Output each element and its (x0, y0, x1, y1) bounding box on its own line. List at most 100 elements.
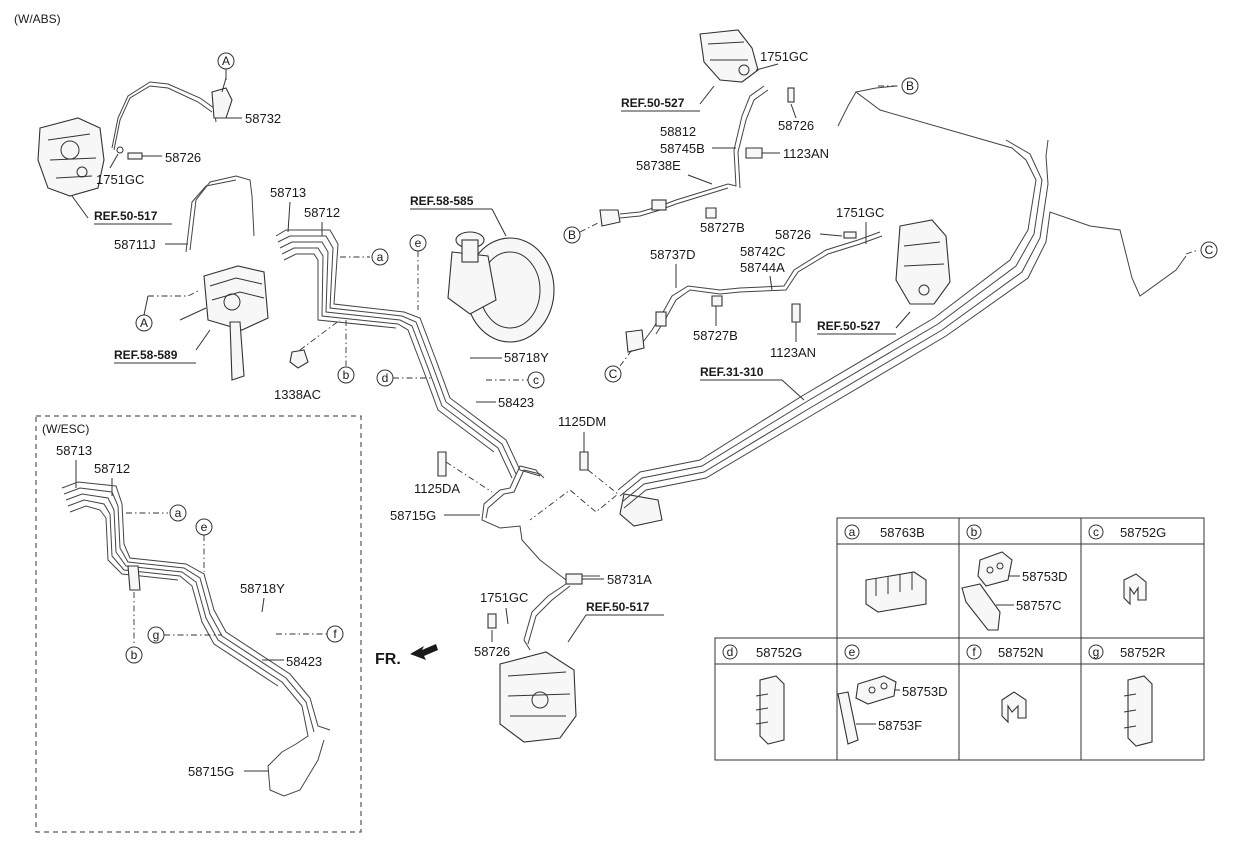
svg-text:c: c (1093, 525, 1099, 539)
clip-58752G-c-icon (1123, 573, 1147, 606)
table-cell-g-letter (1088, 644, 1104, 660)
label-1338AC: 1338AC (274, 387, 321, 402)
table-cell-d-letter (722, 644, 738, 660)
label-1751GC-b: 1751GC (760, 49, 808, 64)
callout-a-esc (169, 504, 187, 522)
bolt-1125DM (579, 451, 589, 471)
rear-junction-block (619, 493, 663, 527)
svg-text:C: C (609, 367, 618, 381)
ref-31-310: REF.31-310 (700, 365, 764, 379)
svg-text:a: a (175, 506, 182, 520)
label-58742C: 58742C (740, 244, 786, 259)
label-58726-c: 58726 (474, 644, 510, 659)
label-1751GC-a: 1751GC (96, 172, 144, 187)
tube-58737D (639, 285, 721, 347)
label-58712-a: 58712 (304, 205, 340, 220)
front-direction-label: FR. (375, 651, 401, 668)
callout-C-rear (1200, 241, 1218, 259)
bolt-1125DA (437, 451, 447, 477)
label-58812: 58812 (660, 124, 696, 139)
table-cell-g-part: 58752R (1120, 645, 1166, 660)
label-1751GC-c: 1751GC (480, 590, 528, 605)
ref-50-517-bot: REF.50-517 (586, 600, 650, 614)
label-58718Y-e: 58718Y (240, 581, 285, 596)
table-cell-b-letter (966, 524, 982, 540)
table-cell-f-part: 58752N (998, 645, 1044, 660)
parts-legend-table (714, 517, 1205, 761)
table-cell-b-sub-1: 58753D (1022, 569, 1068, 584)
table-cell-a-letter (844, 524, 860, 540)
ref-50-527-mid: REF.50-527 (817, 319, 881, 333)
label-1125DM: 1125DM (558, 414, 606, 429)
clip-bracket-e-icon (837, 675, 897, 745)
front-left-caliper (37, 117, 105, 197)
label-58423-e: 58423 (286, 654, 322, 669)
label-58712-e: 58712 (94, 461, 130, 476)
table-cell-a-part: 58763B (880, 525, 925, 540)
table-cell-d-part: 58752G (756, 645, 802, 660)
label-58726-a: 58726 (165, 150, 201, 165)
label-58727B-b: 58727B (693, 328, 738, 343)
label-58423-a: 58423 (498, 395, 534, 410)
ref-50-527-top: REF.50-527 (621, 96, 685, 110)
label-1123AN-a: 1123AN (783, 146, 829, 161)
label-58737D: 58737D (650, 247, 696, 262)
esc-tube-bundle (61, 481, 331, 797)
table-cell-e-letter (844, 644, 860, 660)
svg-text:e: e (415, 236, 422, 250)
hose-58742C (719, 231, 881, 291)
hose-bracket-58732 (211, 87, 233, 119)
svg-text:e: e (849, 645, 856, 659)
bolt-1123AN-b (791, 303, 801, 323)
svg-text:B: B (906, 79, 914, 93)
svg-text:d: d (727, 645, 734, 659)
abs-hydraulic-unit (179, 265, 269, 381)
brake-booster (447, 231, 555, 343)
rear-right-caliper-top (699, 29, 759, 83)
svg-text:c: c (533, 373, 539, 387)
clip-58752N-icon (1001, 691, 1027, 724)
clip-58763B-icon (865, 571, 927, 613)
clip-58727B-b (711, 295, 723, 307)
rear-tube-bundle (617, 87, 1187, 509)
abs-tube-bundle (275, 229, 541, 479)
label-58726-d: 58726 (775, 227, 811, 242)
label-58713-a: 58713 (270, 185, 306, 200)
callout-C-caliper (604, 365, 622, 383)
front-arrow-icon (410, 644, 438, 660)
label-58745B: 58745B (660, 141, 705, 156)
variant-esc-label: (W/ESC) (42, 422, 89, 436)
svg-text:A: A (222, 54, 230, 68)
table-cell-e-sub-1: 58753D (902, 684, 948, 699)
label-58726-b: 58726 (778, 118, 814, 133)
svg-text:C: C (1205, 243, 1214, 257)
clip-58727B-a (705, 207, 717, 219)
label-1125DA: 1125DA (414, 481, 460, 496)
label-58715G-e: 58715G (188, 764, 234, 779)
label-58711J: 58711J (114, 237, 156, 252)
table-cell-b-sub-2: 58757C (1016, 598, 1062, 613)
svg-text:b: b (971, 525, 978, 539)
bolt-1123AN-a (745, 147, 763, 159)
ref-58-585: REF.58-585 (410, 194, 474, 208)
label-1123AN-b: 1123AN (770, 345, 816, 360)
svg-text:g: g (1093, 645, 1100, 659)
label-58738E: 58738E (636, 158, 681, 173)
svg-text:B: B (568, 228, 576, 242)
variant-abs-label: (W/ABS) (14, 12, 61, 26)
svg-text:f: f (972, 645, 976, 659)
table-cell-c-letter (1088, 524, 1104, 540)
clip-58752R-icon (1123, 675, 1153, 747)
callout-B-caliper (563, 226, 581, 244)
label-58718Y-a: 58718Y (504, 350, 549, 365)
svg-text:d: d (382, 371, 389, 385)
table-cell-e-sub-2: 58753F (878, 718, 922, 733)
tube-58715G (481, 465, 567, 581)
rear-right-caliper-mid (895, 219, 951, 305)
label-58731A: 58731A (607, 572, 652, 587)
ref-58-589: REF.58-589 (114, 348, 178, 362)
callout-b-main (337, 366, 355, 384)
label-58727B-a: 58727B (700, 220, 745, 235)
